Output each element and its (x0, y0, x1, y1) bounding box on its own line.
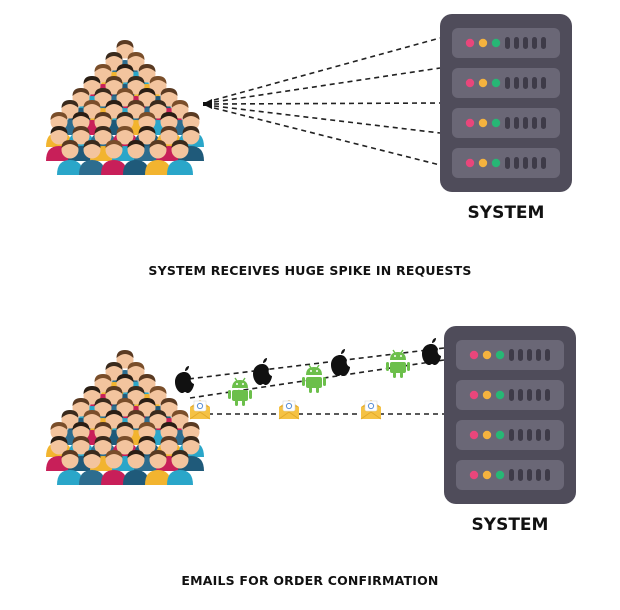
person-figure (123, 140, 149, 175)
request-line (213, 37, 441, 101)
request-line (213, 105, 441, 134)
email-envelope-icon (189, 399, 211, 420)
person-figure (167, 450, 193, 485)
server-label: SYSTEM (468, 203, 545, 223)
person-figure (101, 140, 127, 175)
person-figure (79, 140, 105, 175)
crowd-of-people-icon (46, 40, 204, 175)
megaphone-icon (203, 99, 212, 109)
person-figure (101, 450, 127, 485)
request-lines (213, 37, 441, 166)
email-envelope-icon (360, 399, 382, 420)
request-line (213, 102, 441, 105)
person-figure (57, 140, 83, 175)
person-figure (46, 126, 72, 161)
android-robot-icon (301, 364, 327, 394)
panel-spike: SYSTEM (46, 14, 572, 223)
email-envelope-icon (278, 399, 300, 420)
person-figure (145, 450, 171, 485)
crowd-of-people-icon (46, 350, 204, 485)
person-figure (145, 140, 171, 175)
request-line (213, 67, 441, 103)
person-figure (167, 140, 193, 175)
request-line (213, 107, 441, 166)
person-figure (79, 450, 105, 485)
panel-emails: SYSTEM (46, 326, 576, 535)
apple-logo-icon (175, 366, 194, 393)
android-robot-icon (227, 377, 253, 407)
person-figure (123, 450, 149, 485)
person-figure (57, 450, 83, 485)
caption-emails: EMAILS FOR ORDER CONFIRMATION (181, 573, 439, 588)
server-rack-icon (444, 326, 576, 504)
apple-logo-icon (422, 338, 441, 365)
server-label: SYSTEM (472, 515, 549, 535)
apple-logo-icon (253, 358, 272, 385)
apple-logo-icon (331, 349, 350, 376)
server-rack-icon (440, 14, 572, 192)
caption-spike: SYSTEM RECEIVES HUGE SPIKE IN REQUESTS (148, 263, 472, 278)
